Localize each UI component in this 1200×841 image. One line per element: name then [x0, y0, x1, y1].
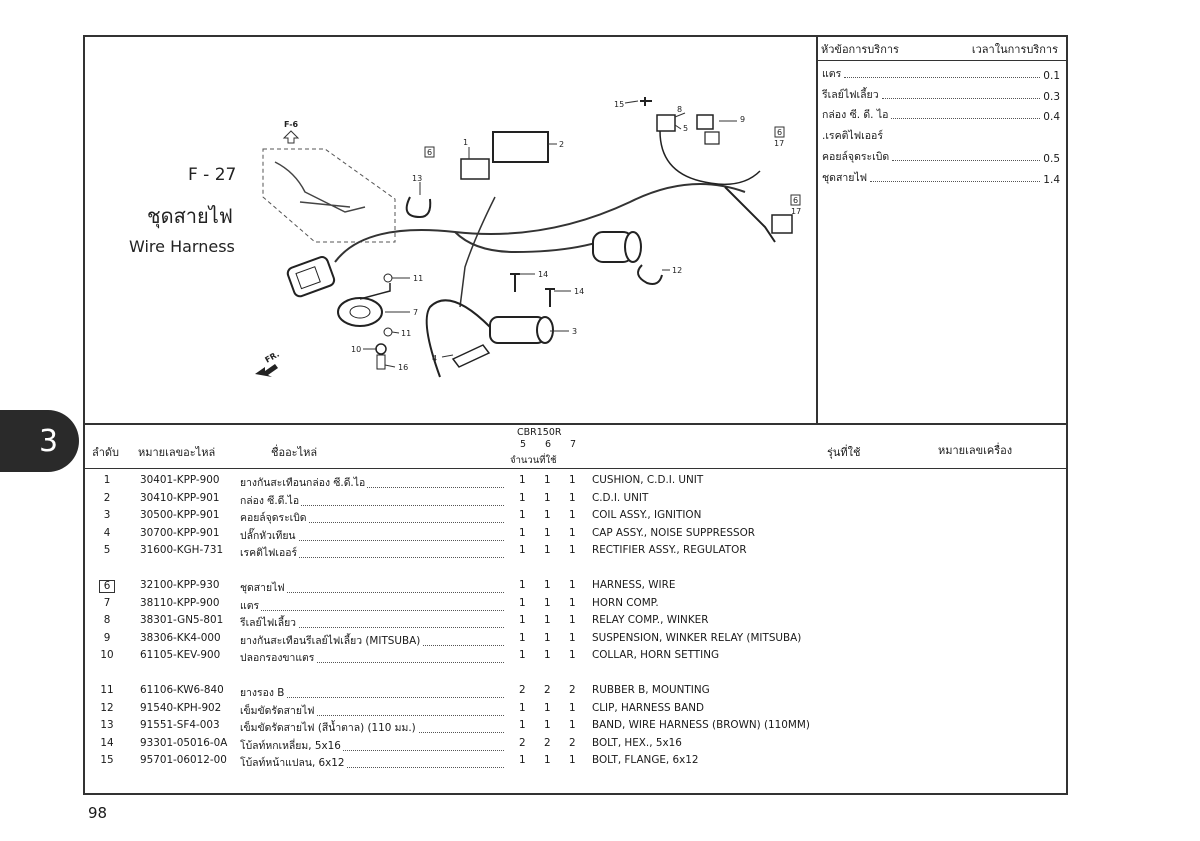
svg-text:10: 10	[351, 345, 361, 354]
subref-label: F-6	[284, 120, 299, 129]
figure-title-english: Wire Harness	[129, 237, 235, 256]
svg-text:5: 5	[683, 124, 688, 133]
svg-text:14: 14	[574, 287, 584, 296]
service-header: หัวข้อการบริการ เวลาในการบริการ	[818, 37, 1066, 61]
col-part-no-header: หมายเลขอะไหล่	[138, 446, 216, 459]
qty-label: จำนวนที่ใช้	[510, 455, 557, 466]
arrow-up-icon	[282, 130, 300, 144]
exploded-diagram: F - 27 ชุดสายไฟ Wire Harness F-6	[85, 37, 816, 423]
svg-text:6: 6	[777, 128, 782, 137]
variant-6: 6	[545, 439, 552, 450]
svg-text:9: 9	[740, 115, 745, 124]
callout-numbers: 1 2 3 4 5 6 7 8 9 10 11 11 12 13 14 14 1…	[351, 100, 801, 372]
svg-text:17: 17	[791, 207, 801, 216]
svg-text:7: 7	[413, 308, 418, 317]
front-mark-label: FR.	[264, 350, 281, 365]
service-topic-header: หัวข้อการบริการ	[821, 43, 899, 56]
col-engine-no-header: หมายเลขเครื่อง	[938, 444, 1013, 457]
svg-text:2: 2	[559, 140, 564, 149]
svg-text:3: 3	[572, 327, 577, 336]
figure-title-thai: ชุดสายไฟ	[147, 204, 233, 229]
svg-text:14: 14	[538, 270, 548, 279]
svg-text:4: 4	[432, 354, 437, 363]
connector-coupler	[286, 256, 336, 298]
col-model-used-header: รุ่นที่ใช้	[827, 446, 861, 459]
wire-harness-illustration: F - 27 ชุดสายไฟ Wire Harness F-6	[129, 97, 801, 378]
service-time-header: เวลาในการบริการ	[971, 43, 1058, 56]
callout-dashed-box	[262, 148, 396, 243]
svg-text:11: 11	[401, 329, 411, 338]
regulator-shape	[592, 231, 642, 263]
svg-text:17: 17	[774, 139, 784, 148]
page-frame	[83, 35, 1068, 795]
svg-text:13: 13	[412, 174, 422, 183]
svg-text:6: 6	[427, 148, 432, 157]
front-arrow-icon	[255, 364, 278, 377]
variant-7: 7	[570, 439, 577, 450]
service-row: .เรคติไฟเออร์	[822, 130, 883, 143]
noise-suppressor-cap-shape	[451, 344, 491, 368]
horn-shape	[337, 297, 383, 327]
col-part-name-header: ชื่ออะไหล่	[271, 446, 318, 459]
model-name: CBR150R	[517, 427, 562, 438]
variant-5: 5	[520, 439, 527, 450]
svg-text:15: 15	[614, 100, 624, 109]
svg-text:12: 12	[672, 266, 682, 275]
svg-text:6: 6	[793, 196, 798, 205]
figure-ref-code: F - 27	[188, 165, 236, 185]
svg-text:1: 1	[463, 138, 468, 147]
svg-text:11: 11	[413, 274, 423, 283]
divider-vertical	[816, 37, 818, 423]
parts-table-header: ลำดับ หมายเลขอะไหล่ ชื่ออะไหล่ CBR150R 5…	[85, 425, 1066, 469]
divider-horizontal	[85, 423, 1066, 425]
cdi-unit-shape	[492, 131, 549, 163]
section-tab: 3	[0, 410, 79, 472]
page-number: 98	[88, 804, 108, 822]
svg-text:16: 16	[398, 363, 408, 372]
ignition-coil-shape	[489, 316, 554, 344]
col-order-header: ลำดับ	[92, 446, 120, 459]
svg-text:8: 8	[677, 105, 682, 114]
